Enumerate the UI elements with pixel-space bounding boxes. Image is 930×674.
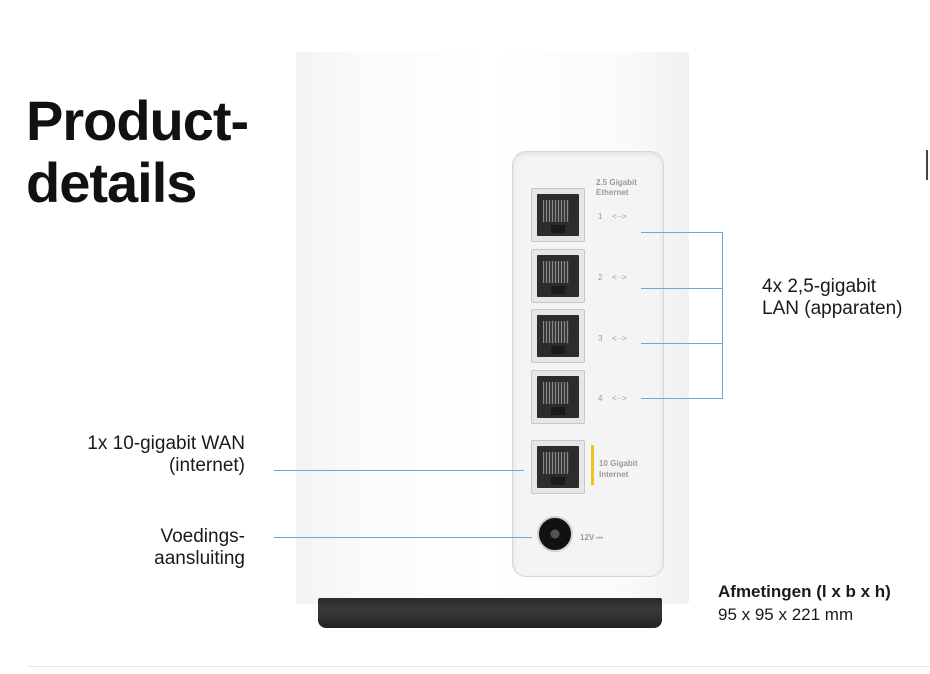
power-annotation-line-1: Voedings- bbox=[160, 526, 245, 547]
leader-line-power bbox=[274, 537, 532, 538]
wan-annotation-line-1: 1x 10-gigabit WAN bbox=[87, 433, 245, 454]
port-2-symbol-icon: <··> bbox=[612, 273, 627, 282]
lan-header-label: 2.5 Gigabit Ethernet bbox=[596, 178, 637, 197]
title-line-2: details bbox=[26, 151, 197, 214]
lan-port-2 bbox=[531, 249, 585, 303]
port-2-number: 2 bbox=[598, 273, 603, 282]
leader-line-lan-bracket bbox=[722, 232, 723, 399]
wan-accent-bar bbox=[591, 445, 594, 485]
wan-annotation-line-2: (internet) bbox=[168, 455, 245, 476]
leader-line-lan-2 bbox=[641, 288, 723, 289]
dimensions-value: 95 x 95 x 221 mm bbox=[718, 605, 854, 624]
lan-annotation: 4x 2,5-gigabit LAN (apparaten) bbox=[762, 276, 902, 320]
wan-annotation: 1x 10-gigabit WAN (internet) bbox=[40, 433, 245, 477]
leader-line-lan-4 bbox=[641, 398, 723, 399]
power-rating-label: 12V ⎓ bbox=[580, 533, 603, 542]
page-title: Product- details bbox=[26, 89, 249, 214]
leader-line-wan bbox=[274, 470, 524, 471]
title-line-1: Product- bbox=[26, 89, 249, 152]
port-4-number: 4 bbox=[598, 394, 603, 403]
port-3-symbol-icon: <··> bbox=[612, 334, 627, 343]
port-1-number: 1 bbox=[598, 212, 603, 221]
leader-line-lan-3 bbox=[641, 343, 723, 344]
bottom-divider bbox=[28, 666, 930, 667]
router-base bbox=[318, 598, 662, 628]
port-4-symbol-icon: <··> bbox=[612, 394, 627, 403]
wan-label-2: Internet bbox=[599, 470, 629, 479]
lan-annotation-line-2: LAN (apparaten) bbox=[762, 298, 903, 319]
leader-line-lan-1 bbox=[641, 232, 723, 233]
lan-annotation-line-1: 4x 2,5-gigabit bbox=[762, 276, 877, 297]
dimensions-title: Afmetingen (l x b x h) bbox=[718, 582, 891, 601]
power-jack-icon bbox=[537, 516, 573, 552]
edge-mark bbox=[926, 150, 928, 180]
lan-port-3 bbox=[531, 309, 585, 363]
lan-port-1 bbox=[531, 188, 585, 242]
port-3-number: 3 bbox=[598, 334, 603, 343]
power-annotation: Voedings- aansluiting bbox=[40, 526, 245, 570]
lan-port-4 bbox=[531, 370, 585, 424]
wan-label-1: 10 Gigabit bbox=[599, 459, 638, 468]
port-1-symbol-icon: <··> bbox=[612, 212, 627, 221]
power-annotation-line-2: aansluiting bbox=[154, 548, 245, 569]
wan-port bbox=[531, 440, 585, 494]
